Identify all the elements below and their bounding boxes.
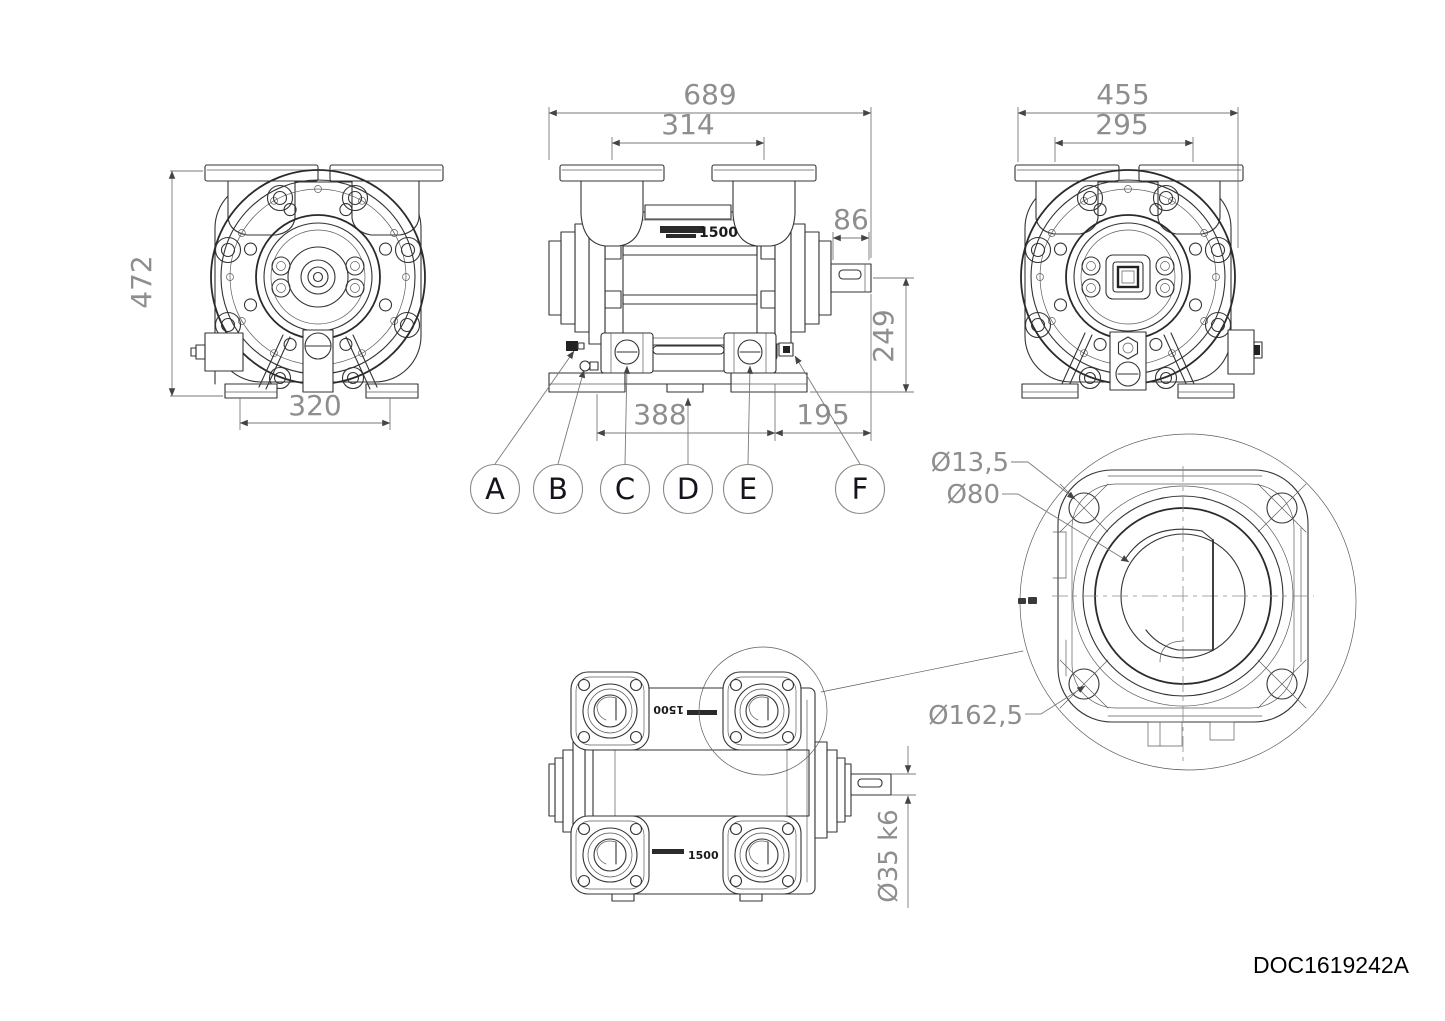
doc-number: DOC1619242A <box>1253 952 1410 978</box>
nameplate-model: 1500 <box>699 225 738 241</box>
front-foot-right <box>365 383 419 399</box>
top-shaft-keyway <box>857 778 883 788</box>
rear-foot-right <box>1177 383 1235 399</box>
dim-rear-overall-width: 455 <box>1096 78 1149 111</box>
side-dim-shaft-length: 86 <box>832 203 870 260</box>
dim-shaft-diameter: Ø35 k6 <box>874 809 904 902</box>
detail-label-flange: Ø162,5 <box>928 685 1086 731</box>
front-side-port <box>204 332 244 372</box>
svg-text:1500: 1500 <box>688 849 719 862</box>
rear-dim-overall: 455 <box>1017 78 1239 248</box>
rear-dim-port-spacing: 295 <box>1054 108 1194 162</box>
front-gland-bolts <box>271 256 365 298</box>
dim-port-spacing: 314 <box>661 108 714 141</box>
side-dim-port-spacing: 314 <box>611 108 765 160</box>
balloon-a: A <box>469 463 521 515</box>
balloon-d-label: D <box>677 472 699 506</box>
rear-casing-bolts <box>1024 184 1232 390</box>
side-dim-overall: 689 <box>548 78 872 258</box>
top-view: 1500 1500 Ø35 k6 <box>548 646 1024 908</box>
balloon-e-label: E <box>739 472 757 506</box>
square-shaft-end <box>1105 254 1151 300</box>
rear-gland-bolts <box>1081 256 1175 298</box>
target-fitting-b <box>579 360 591 372</box>
detail-port-opening <box>1125 528 1214 663</box>
dim-front-height: 472 <box>125 255 158 308</box>
top-shaft <box>850 773 892 796</box>
balloon-b: B <box>532 463 584 515</box>
side-dim-shaft-height: 249 <box>810 277 914 393</box>
side-view: 1500 689 314 86 <box>469 78 914 515</box>
side-dim-feet: 388 195 <box>596 294 872 441</box>
port-flange-br <box>722 815 802 895</box>
svg-text:1500: 1500 <box>653 703 684 716</box>
rear-side-port <box>1227 329 1255 375</box>
side-foot-left <box>548 372 626 393</box>
port-flange-tl <box>570 671 650 751</box>
dim-bore-diameter: Ø80 <box>946 480 1000 510</box>
front-foot-left <box>224 383 278 399</box>
rear-drain-bracket <box>1109 331 1147 391</box>
balloon-f-label: F <box>852 472 869 506</box>
dim-rear-port-spacing: 295 <box>1095 108 1148 141</box>
port-flange-bl <box>570 815 650 895</box>
cast-mark <box>1018 598 1026 604</box>
balloon-e: E <box>722 463 774 515</box>
balloon-c-label: C <box>615 472 635 506</box>
dim-foot-span: 388 <box>633 398 686 431</box>
front-bolt-circle <box>243 203 393 351</box>
dim-shaft-length: 86 <box>833 203 869 236</box>
detail-bolt-holes <box>1059 483 1307 709</box>
dim-flange-diameter: Ø162,5 <box>928 701 1023 731</box>
front-dim-height: 472 <box>125 170 223 397</box>
top-dim-shaft-dia: Ø35 k6 <box>874 746 916 908</box>
flange-detail-view: Ø13,5 Ø80 Ø162,5 <box>928 433 1357 771</box>
target-plug-a <box>566 341 578 351</box>
balloon-leaders <box>494 350 861 465</box>
balloon-d: D <box>662 463 714 515</box>
balloon-c: C <box>599 463 651 515</box>
shaft-keyway <box>838 269 862 280</box>
balloon-a-label: A <box>485 472 505 506</box>
balloon-b-label: B <box>548 472 568 506</box>
balloon-f: F <box>834 463 886 515</box>
front-drain-bracket <box>302 329 334 393</box>
dim-shaft-overhang: 195 <box>796 398 849 431</box>
front-view: 472 320 <box>125 164 444 430</box>
rear-view: 455 295 <box>1014 78 1263 399</box>
detail-label-bolt-hole: Ø13,5 <box>931 448 1076 500</box>
base-drain-tab <box>666 383 704 393</box>
dim-front-base-width: 320 <box>288 389 341 422</box>
nameplate-bottom-small: 1500 <box>652 849 719 862</box>
side-foot-right <box>730 372 808 393</box>
detail-callout-circle <box>698 646 828 776</box>
front-dim-base: 320 <box>239 389 391 430</box>
port-flange-tr <box>722 671 802 751</box>
nameplate: 1500 <box>660 225 738 241</box>
dim-shaft-center-height: 249 <box>867 309 900 362</box>
detail-label-bore: Ø80 <box>946 480 1130 563</box>
rear-foot-left <box>1021 383 1079 399</box>
dim-overall-length: 689 <box>683 78 736 111</box>
dim-bolt-hole-diameter: Ø13,5 <box>931 448 1009 478</box>
drive-shaft <box>830 263 872 293</box>
nameplate-top-mirrored: 1500 <box>653 703 717 716</box>
